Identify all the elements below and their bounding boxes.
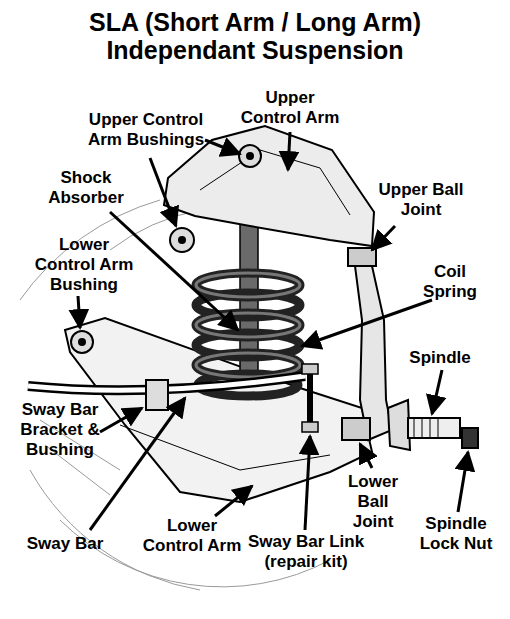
diagram-title: SLA (Short Arm / Long Arm) Independant S…	[45, 8, 465, 64]
part-label: Upper Control Arm	[236, 88, 344, 128]
lower-control-arm	[65, 318, 372, 502]
arm-edge	[200, 150, 350, 215]
part-label: Sway Bar Bracket & Bushing	[14, 400, 106, 460]
leader-arrow	[432, 370, 442, 414]
spindle-lock-nut	[462, 428, 478, 448]
spindle-shaft	[408, 418, 460, 438]
leader-arrow	[372, 226, 395, 250]
part-label: Lower Control Arm	[142, 516, 242, 556]
part-label: Coil Spring	[408, 262, 492, 302]
part-label: Upper Control Arm Bushings	[82, 110, 210, 150]
leader-arrow	[302, 300, 432, 346]
spindle-flange	[388, 400, 410, 450]
leader-arrow	[205, 140, 240, 154]
leader-arrow	[150, 158, 176, 226]
part-label: Lower Control Arm Bushing	[34, 235, 134, 295]
lower-ball-joint	[342, 418, 370, 440]
lower-bushing	[71, 331, 93, 353]
leader-arrow	[100, 408, 142, 432]
upper-ball-joint	[348, 248, 376, 266]
leader-arrow	[360, 444, 372, 468]
part-label: Upper Ball Joint	[378, 180, 464, 220]
part-label: Spindle	[400, 348, 480, 368]
part-label: Sway Bar	[10, 534, 120, 554]
leader-arrow	[458, 452, 468, 512]
bushing-bolt	[78, 338, 86, 346]
sway-bar-link	[307, 368, 313, 428]
part-label: Spindle Lock Nut	[410, 514, 502, 554]
spring-highlight	[196, 273, 300, 297]
rotor-arc	[20, 200, 160, 300]
bushing-bolt	[246, 152, 254, 160]
spindle-thread	[414, 418, 438, 438]
spring-highlight	[196, 313, 300, 337]
part-label: Shock Absorber	[40, 168, 132, 208]
upper-bushing	[170, 228, 194, 252]
spring-highlight	[196, 353, 300, 377]
steering-knuckle	[355, 266, 392, 440]
sway-bar-bracket	[146, 380, 168, 410]
leader-arrow	[305, 436, 310, 530]
part-label: Sway Bar Link (repair kit)	[244, 532, 368, 572]
arm-edge	[120, 425, 330, 470]
bushing-bolt	[178, 236, 186, 244]
leader-arrow	[215, 486, 252, 516]
part-label: Lower Ball Joint	[336, 472, 410, 532]
link-nut	[302, 364, 318, 374]
leader-arrow	[288, 132, 290, 170]
link-nut	[302, 422, 318, 432]
leader-arrow	[78, 296, 80, 328]
upper-bushing	[239, 145, 261, 167]
leader-arrow	[90, 398, 185, 530]
